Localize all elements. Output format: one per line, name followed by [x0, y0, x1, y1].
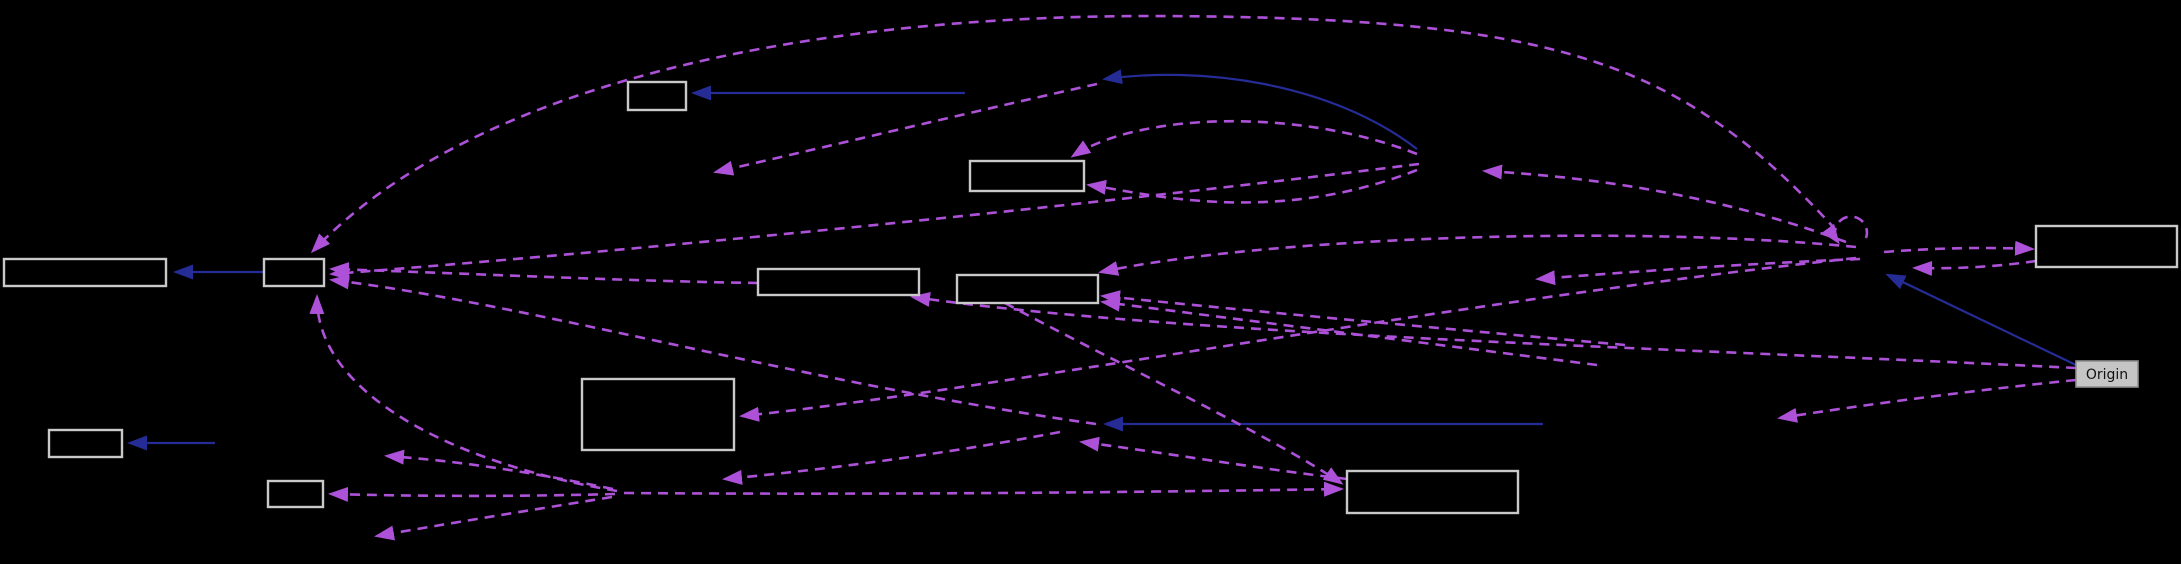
- graph-edge: [1098, 234, 1857, 276]
- graph-edge: [713, 82, 1098, 176]
- graph-edge: [1883, 240, 2035, 256]
- graph-node[interactable]: [1345, 469, 1520, 515]
- graph-edge: [310, 14, 1837, 254]
- graph-edge: [910, 291, 2077, 370]
- graph-edge: [1079, 436, 1348, 481]
- graph-edge: [329, 274, 1097, 426]
- graph-node[interactable]: [968, 159, 1086, 193]
- graph-edge: [1777, 378, 2077, 423]
- graph-edge: [374, 495, 613, 541]
- graph-edge: [1100, 290, 1626, 347]
- graph-edge: [329, 162, 1420, 281]
- self-loop-edge: [1821, 215, 1869, 245]
- graph-node[interactable]: [47, 428, 124, 459]
- graph-edge: [328, 486, 616, 502]
- graph-edge: [623, 481, 1344, 497]
- graph-node[interactable]: [955, 273, 1100, 305]
- graph-edge: [1004, 301, 1344, 485]
- origin-node-label: Origin: [2086, 367, 2128, 383]
- graph-node[interactable]: [580, 377, 736, 452]
- graph-edge: [1086, 168, 1418, 204]
- graph-node[interactable]: [626, 80, 688, 112]
- graph-node[interactable]: [2, 257, 168, 288]
- graph-edge: [739, 256, 1857, 422]
- graph-node[interactable]: [262, 257, 326, 288]
- origin-node[interactable]: Origin: [2075, 360, 2139, 388]
- graph-edge: [309, 294, 618, 493]
- graph-edge: [722, 430, 1061, 485]
- graph-edge: [1885, 273, 2077, 366]
- graph-edge: [329, 262, 759, 285]
- graph-node[interactable]: [266, 479, 325, 509]
- graph-edge: [1100, 296, 1598, 367]
- graph-node[interactable]: [756, 267, 921, 297]
- graph-edge: [1912, 259, 2037, 276]
- graph-edge: [1070, 119, 1418, 158]
- graph-edge: [1482, 164, 1847, 244]
- graph-edge: [1102, 69, 1418, 150]
- graph-node[interactable]: [2034, 224, 2179, 269]
